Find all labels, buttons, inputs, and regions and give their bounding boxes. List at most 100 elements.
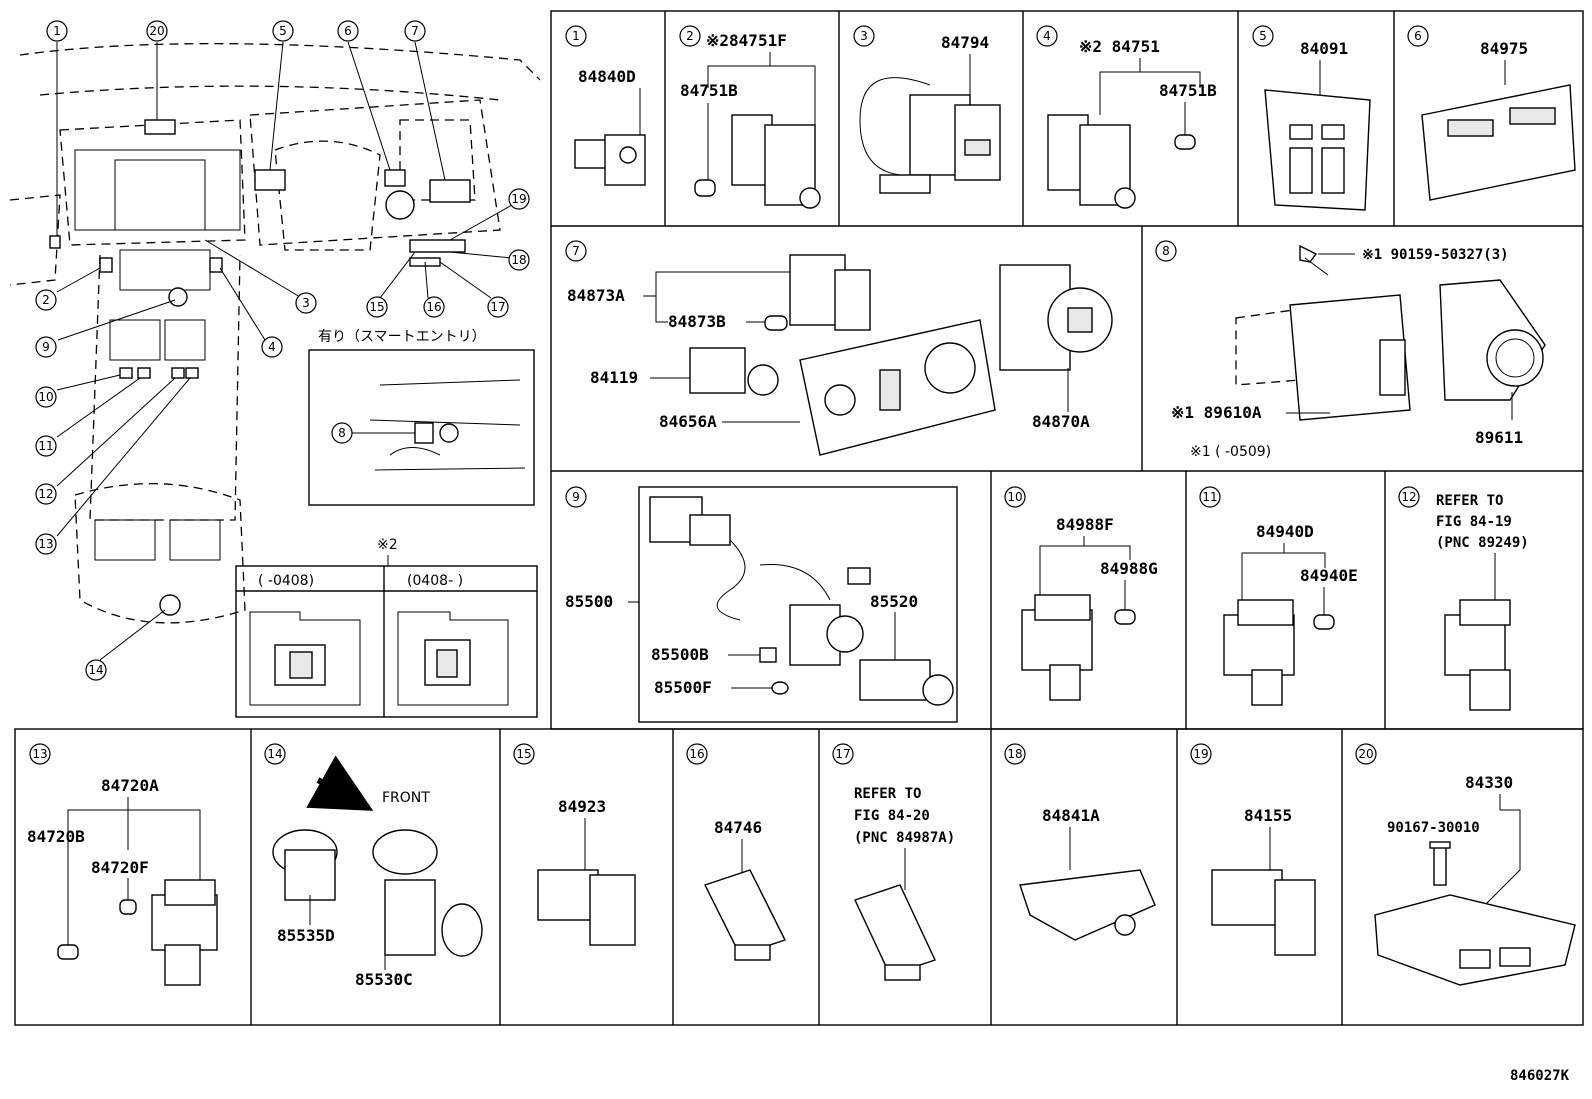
callout-3[interactable] <box>295 292 317 314</box>
part-84940D[interactable]: 84940D <box>1256 522 1314 541</box>
callout-10-label: 10 <box>38 390 53 404</box>
callout-1[interactable] <box>46 20 68 42</box>
callout-14[interactable] <box>85 659 107 681</box>
panel-11-number: 11 <box>1202 490 1217 504</box>
part-84870A[interactable]: 84870A <box>1032 412 1090 431</box>
callout-12-label: 12 <box>38 487 53 501</box>
part-90167-30010[interactable]: 90167-30010 <box>1387 820 1480 836</box>
panel-20: 20 84330 90167-30010 <box>1355 743 1576 986</box>
part-84751B[interactable]: 84751B <box>680 81 738 100</box>
part-85535D[interactable]: 85535D <box>277 926 335 945</box>
callout-5-label: 5 <box>279 24 287 38</box>
callout-18[interactable] <box>508 249 530 271</box>
panel-9: 9 85500 85520 85500B 85500F <box>565 486 958 723</box>
part-84751B-b[interactable]: 84751B <box>1159 81 1217 100</box>
callout-13-label: 13 <box>38 537 53 551</box>
part-84751F[interactable]: ※284751F <box>706 31 787 50</box>
panel-11: 11 84940D 84940E <box>1199 486 1358 706</box>
panel-14-number: 14 <box>267 747 282 761</box>
callout-2-label: 2 <box>42 293 50 307</box>
panel-3: 3 84794 <box>853 25 1001 194</box>
part-84923[interactable]: 84923 <box>558 797 606 816</box>
part-84091[interactable]: 84091 <box>1300 39 1348 58</box>
part-84746[interactable]: 84746 <box>714 818 762 837</box>
part-85530C[interactable]: 85530C <box>355 970 413 989</box>
variant-col2-label: (0408- ) <box>407 573 463 589</box>
panel-13-number: 13 <box>32 747 47 761</box>
panel-12-refer-line3: (PNC 89249) <box>1436 535 1529 551</box>
part-84751[interactable]: ※2 84751 <box>1079 37 1160 56</box>
callout-14-label: 14 <box>88 663 103 677</box>
panel-14-callout <box>264 743 286 765</box>
callout-20[interactable] <box>146 20 168 42</box>
part-84330[interactable]: 84330 <box>1465 773 1513 792</box>
panel-8: 8 ※1 90159-50327(3) ※1 89610A 89611 ※1 (… <box>1155 240 1546 460</box>
panel-16-callout <box>686 743 708 765</box>
callout-16-label: 16 <box>426 300 441 314</box>
callout-13[interactable] <box>35 533 57 555</box>
part-84988G[interactable]: 84988G <box>1100 559 1158 578</box>
part-84988F[interactable]: 84988F <box>1056 515 1114 534</box>
part-84841A[interactable]: 84841A <box>1042 806 1100 825</box>
part-84940E[interactable]: 84940E <box>1300 566 1358 585</box>
panel-2-number: 2 <box>686 29 694 43</box>
callout-8-label: 8 <box>338 426 346 440</box>
callout-9[interactable] <box>35 336 57 358</box>
callout-4[interactable] <box>261 336 283 358</box>
part-84720F[interactable]: 84720F <box>91 858 149 877</box>
panel-12-refer-line2: FIG 84-19 <box>1436 514 1512 530</box>
callout-19-label: 19 <box>511 192 526 206</box>
callout-10[interactable] <box>35 386 57 408</box>
panel-17: 17 REFER TO FIG 84-20 (PNC 84987A) <box>832 743 955 981</box>
overview-callouts: 1 20 5 6 7 19 18 2 3 4 9 15 16 17 10 11 … <box>35 20 530 681</box>
part-85520[interactable]: 85520 <box>870 592 918 611</box>
callout-17[interactable] <box>487 296 509 318</box>
panel-4: 4 ※2 84751 84751B <box>1036 25 1217 209</box>
front-label: FRONT <box>382 790 430 806</box>
panel-10-number: 10 <box>1007 490 1022 504</box>
callout-12[interactable] <box>35 483 57 505</box>
callout-3-label: 3 <box>302 296 310 310</box>
panel-3-callout <box>853 25 875 47</box>
part-90159-50327[interactable]: ※1 90159-50327(3) <box>1362 247 1509 263</box>
panel-18-number: 18 <box>1007 747 1022 761</box>
part-89610A[interactable]: ※1 89610A <box>1171 403 1262 422</box>
part-84873A[interactable]: 84873A <box>567 286 625 305</box>
part-84873B[interactable]: 84873B <box>668 312 726 331</box>
panel-5: 5 84091 <box>1252 25 1371 211</box>
part-85500B[interactable]: 85500B <box>651 645 709 664</box>
part-84155[interactable]: 84155 <box>1244 806 1292 825</box>
panel-12-number: 12 <box>1401 490 1416 504</box>
panel-7-number: 7 <box>572 244 580 258</box>
part-84840D[interactable]: 84840D <box>578 67 636 86</box>
callout-7[interactable] <box>404 20 426 42</box>
part-84656A[interactable]: 84656A <box>659 412 717 431</box>
panel-4-number: 4 <box>1043 29 1051 43</box>
part-84119[interactable]: 84119 <box>590 368 638 387</box>
part-89611[interactable]: 89611 <box>1475 428 1523 447</box>
callout-16[interactable] <box>423 296 445 318</box>
part-84720B[interactable]: 84720B <box>27 827 85 846</box>
callout-15[interactable] <box>366 296 388 318</box>
panel-8-callout <box>1155 240 1177 262</box>
panel-6: 6 84975 <box>1407 25 1576 201</box>
panel-19-callout <box>1190 743 1212 765</box>
callout-19[interactable] <box>508 188 530 210</box>
part-84720A[interactable]: 84720A <box>101 776 159 795</box>
panel-1: 1 84840D <box>565 25 646 186</box>
callout-6-label: 6 <box>344 24 352 38</box>
part-84794[interactable]: 84794 <box>941 33 989 52</box>
callout-2[interactable] <box>35 289 57 311</box>
callout-5[interactable] <box>272 20 294 42</box>
panel-14: 14 FRONT 85535D 85530C <box>264 743 483 989</box>
part-85500[interactable]: 85500 <box>565 592 613 611</box>
panel-12-refer-line1: REFER TO <box>1436 493 1503 509</box>
callout-8[interactable] <box>331 422 353 444</box>
callout-11[interactable] <box>35 435 57 457</box>
callout-6[interactable] <box>337 20 359 42</box>
panel-3-number: 3 <box>860 29 868 43</box>
part-84975[interactable]: 84975 <box>1480 39 1528 58</box>
panel-17-callout <box>832 743 854 765</box>
panel-1-callout <box>565 25 587 47</box>
part-85500F[interactable]: 85500F <box>654 678 712 697</box>
